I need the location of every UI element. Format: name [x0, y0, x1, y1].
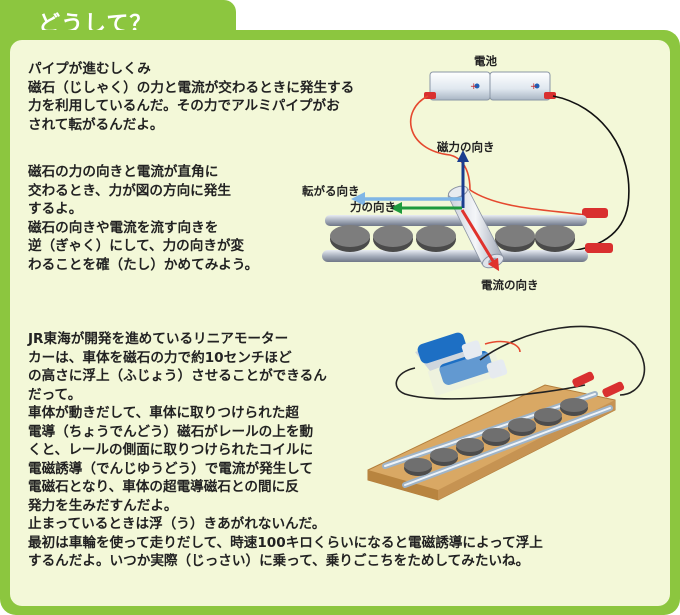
text-line: 磁石の向きや電流を流す向きを: [28, 219, 219, 236]
text-line: JR東海が開発を進めているリニアモーター: [28, 331, 289, 347]
force-direction-label: 力の向き: [350, 200, 396, 214]
text-line: 逆（ぎゃく）にして、力の向きが変: [28, 238, 245, 254]
text-line: 最初は車輪を使って走りだして、時速100キロくらいになると電磁誘導によって浮上: [28, 534, 543, 551]
magnetic-direction-label: 磁力の向き: [437, 140, 495, 154]
text-line: 発力を生みだすんだよ。: [28, 497, 178, 514]
text-line: されて転がるんだよ。: [28, 116, 164, 133]
text-line: 電磁石となり、車体の超電導磁石との間に反: [28, 479, 299, 495]
red-clip: [582, 208, 608, 218]
battery-pack-illustration: + +: [424, 71, 556, 101]
svg-text:+: +: [530, 82, 538, 92]
text-line: 磁石の力の向きと電流が直角に: [28, 164, 219, 180]
content-inner: [10, 40, 670, 606]
svg-text:+: +: [470, 82, 478, 92]
upper-rail: [325, 215, 587, 226]
text-line: 磁石（じしゃく）の力と電流が交わるときに発生する: [28, 79, 355, 96]
current-direction-arrow: [460, 209, 500, 272]
red-wire: [410, 95, 471, 191]
text-line: パイプが進むしくみ: [28, 61, 151, 77]
text-line: カーは、車体を磁石の力で約10センチほど: [28, 349, 292, 366]
text-line: の高さに浮上（ふじょう）させることができるん: [28, 368, 327, 384]
text-line: するんだよ。いつか実際（じっさい）に乗って、乗りごこちをためしてみたいね。: [28, 553, 530, 569]
text-line: 止まっているときは浮（う）きあがれないんだ。: [28, 516, 326, 532]
force-direction-paragraph: 磁石の力の向きと電流が直角に 交わるとき、力が図の方向に発生 するよ。 磁石の向…: [28, 163, 258, 274]
text-line: 力を利用しているんだ。その力でアルミパイプがお: [28, 98, 340, 114]
magnet-row: [330, 225, 575, 252]
linear-motor-illustration: [367, 325, 646, 501]
current-direction-label: 電流の向き: [481, 278, 539, 292]
linear-motor-paragraph: JR東海が開発を進めているリニアモーター カーは、車体を磁石の力で約10センチほ…: [28, 330, 543, 571]
red-clip: [585, 243, 613, 253]
rolling-direction-label: 転がる向き: [302, 184, 360, 198]
text-line: 電磁誘導（でんじゆうどう）で電流が発生して: [28, 460, 314, 477]
text-line: 交わるとき、力が図の方向に発生: [28, 182, 231, 199]
text-line: 車体が動きだして、車体に取りつけられた超: [28, 405, 299, 421]
text-line: わることを確（たし）かめてみよう。: [28, 256, 259, 273]
text-line: するよ。: [28, 201, 83, 217]
lower-rail: [322, 250, 588, 262]
battery-label: 電池: [474, 54, 497, 68]
text-line: くと、レールの側面に取りつけられたコイルに: [28, 442, 314, 458]
text-line: だって。: [28, 386, 82, 403]
mechanism-paragraph: パイプが進むしくみ 磁石（じしゃく）の力と電流が交わるときに発生する 力を利用し…: [28, 60, 354, 134]
text-line: 電導（ちょうでんどう）磁石がレールの上を動: [28, 423, 314, 440]
